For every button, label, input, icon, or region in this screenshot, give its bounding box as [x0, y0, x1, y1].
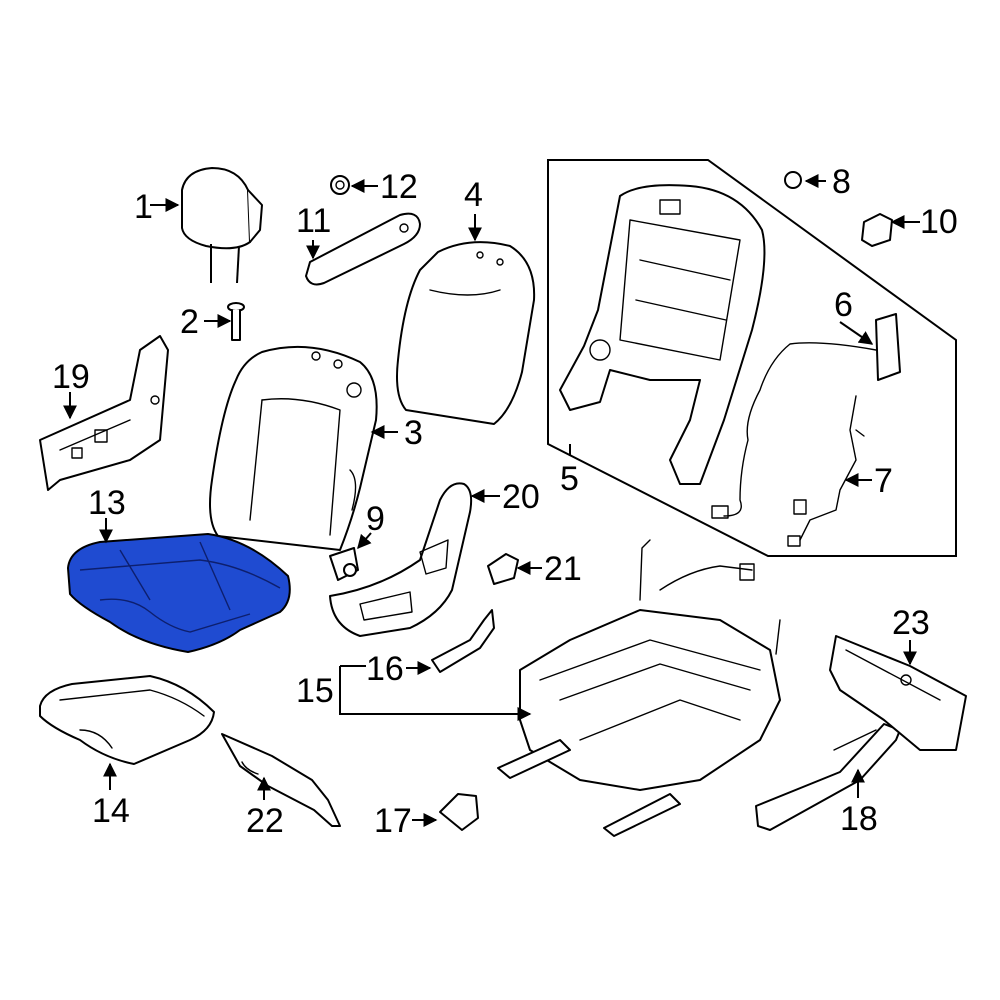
part-4-seatback-cover[interactable] [396, 241, 536, 425]
callout-18: 18 [840, 800, 878, 838]
part-16-link[interactable] [431, 609, 495, 673]
callout-8: 8 [832, 163, 851, 201]
callout-12: 12 [380, 168, 418, 206]
callout-13: 13 [88, 484, 126, 522]
part-19-side-shield[interactable] [39, 335, 169, 491]
part-13-seat-cushion-cover[interactable] [67, 533, 291, 653]
callout-11: 11 [296, 202, 331, 240]
part-23-side-cover[interactable] [829, 635, 967, 751]
part-5-frame-inset[interactable] [547, 159, 957, 557]
part-22-trim-panel[interactable] [221, 733, 341, 827]
part-3-seatback-pad[interactable] [209, 345, 378, 551]
part-11-armrest-pad[interactable] [305, 212, 421, 286]
callout-20: 20 [502, 478, 540, 516]
part-12-clip[interactable] [330, 175, 350, 195]
callout-23: 23 [892, 604, 930, 642]
part-2-bolt[interactable] [227, 302, 245, 341]
part-8-pin[interactable] [784, 171, 802, 189]
callout-4: 4 [464, 176, 483, 214]
part-14-seat-cushion-pad[interactable] [39, 675, 215, 765]
callout-1: 1 [134, 188, 153, 226]
callout-10: 10 [920, 203, 958, 241]
callout-5: 5 [560, 460, 579, 498]
part-20-side-trim[interactable] [329, 482, 473, 637]
callout-9: 9 [366, 500, 385, 538]
callout-15: 15 [296, 672, 334, 710]
part-7-wiring-harness[interactable] [787, 395, 865, 547]
part-18-rail-cover[interactable] [755, 723, 901, 831]
callout-7: 7 [874, 462, 893, 500]
part-10-switch[interactable] [861, 213, 893, 247]
callout-22: 22 [246, 802, 284, 840]
leader-lines [63, 174, 920, 827]
callout-19: 19 [52, 358, 90, 396]
callout-17: 17 [374, 802, 412, 840]
callout-14: 14 [92, 792, 130, 830]
callout-labels: 1 2 3 4 5 6 7 8 10 9 11 12 13 14 15 16 1… [52, 163, 958, 840]
part-21-cover-cap[interactable] [487, 553, 519, 585]
part-17-bracket[interactable] [439, 793, 479, 831]
part-9-knob[interactable] [329, 547, 359, 581]
part-1-headrest[interactable] [181, 167, 263, 284]
callout-2: 2 [180, 303, 199, 341]
callout-3: 3 [404, 414, 423, 452]
callout-21: 21 [544, 550, 582, 588]
part-15-seat-frame[interactable] [497, 539, 781, 837]
callout-16: 16 [366, 650, 404, 688]
part-6-control-module[interactable] [711, 313, 901, 519]
callout-6: 6 [834, 286, 853, 324]
